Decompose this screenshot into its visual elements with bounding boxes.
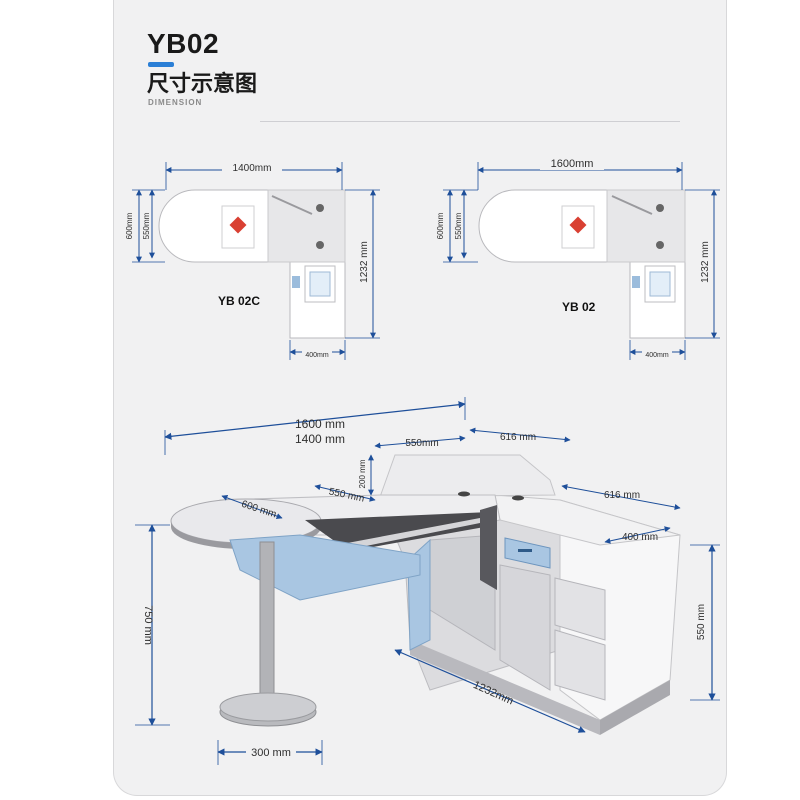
plan1-width-label: 1400mm	[233, 163, 272, 174]
plan2-return-label: 400mm	[645, 352, 669, 359]
page-subtitle: 尺寸示意图	[147, 71, 258, 96]
plan2-depth-outer-label: 600mm	[436, 212, 445, 239]
plan-view-yb02: 1600mm 600mm 550mm 1232 mm 400mm	[436, 156, 720, 360]
plan1-length-label: 1232 mm	[359, 241, 370, 283]
plan-view-yb02c: 1400mm 600mm 550mm 1232 mm 400mm	[125, 160, 380, 360]
persp-side-depth-label: 616 mm	[604, 490, 640, 501]
plan2-width-label: 1600mm	[551, 158, 594, 170]
persp-return-depth-label: 400 mm	[622, 532, 658, 543]
persp-width-short-label: 1400 mm	[295, 432, 345, 446]
model-title: YB02	[147, 28, 220, 59]
header-divider	[260, 121, 680, 122]
title-accent-bar	[148, 62, 174, 67]
persp-top-depth-a-label: 550mm	[405, 438, 438, 449]
plan2-length-label: 1232 mm	[700, 241, 711, 283]
persp-table-height-label: 750 mm	[142, 605, 154, 645]
plan2-model-label: YB 02	[562, 300, 596, 314]
plan1-depth-inner-label: 550mm	[142, 212, 151, 239]
persp-base-label: 300 mm	[251, 747, 291, 759]
perspective-view: 1600 mm 1400 mm 550mm 616 mm 200 mm 600 …	[135, 397, 720, 765]
persp-riser-height-label: 200 mm	[358, 459, 367, 488]
persp-width-long-label: 1600 mm	[295, 417, 345, 431]
persp-side-height-label: 550 mm	[696, 604, 707, 640]
plan2-depth-inner-label: 550mm	[454, 212, 463, 239]
persp-top-depth-b-label: 616 mm	[500, 432, 536, 443]
section-tag: DIMENSION	[148, 98, 203, 107]
plan1-return-label: 400mm	[305, 352, 329, 359]
plan1-depth-outer-label: 600mm	[125, 212, 134, 239]
plan1-model-label: YB 02C	[218, 294, 261, 308]
